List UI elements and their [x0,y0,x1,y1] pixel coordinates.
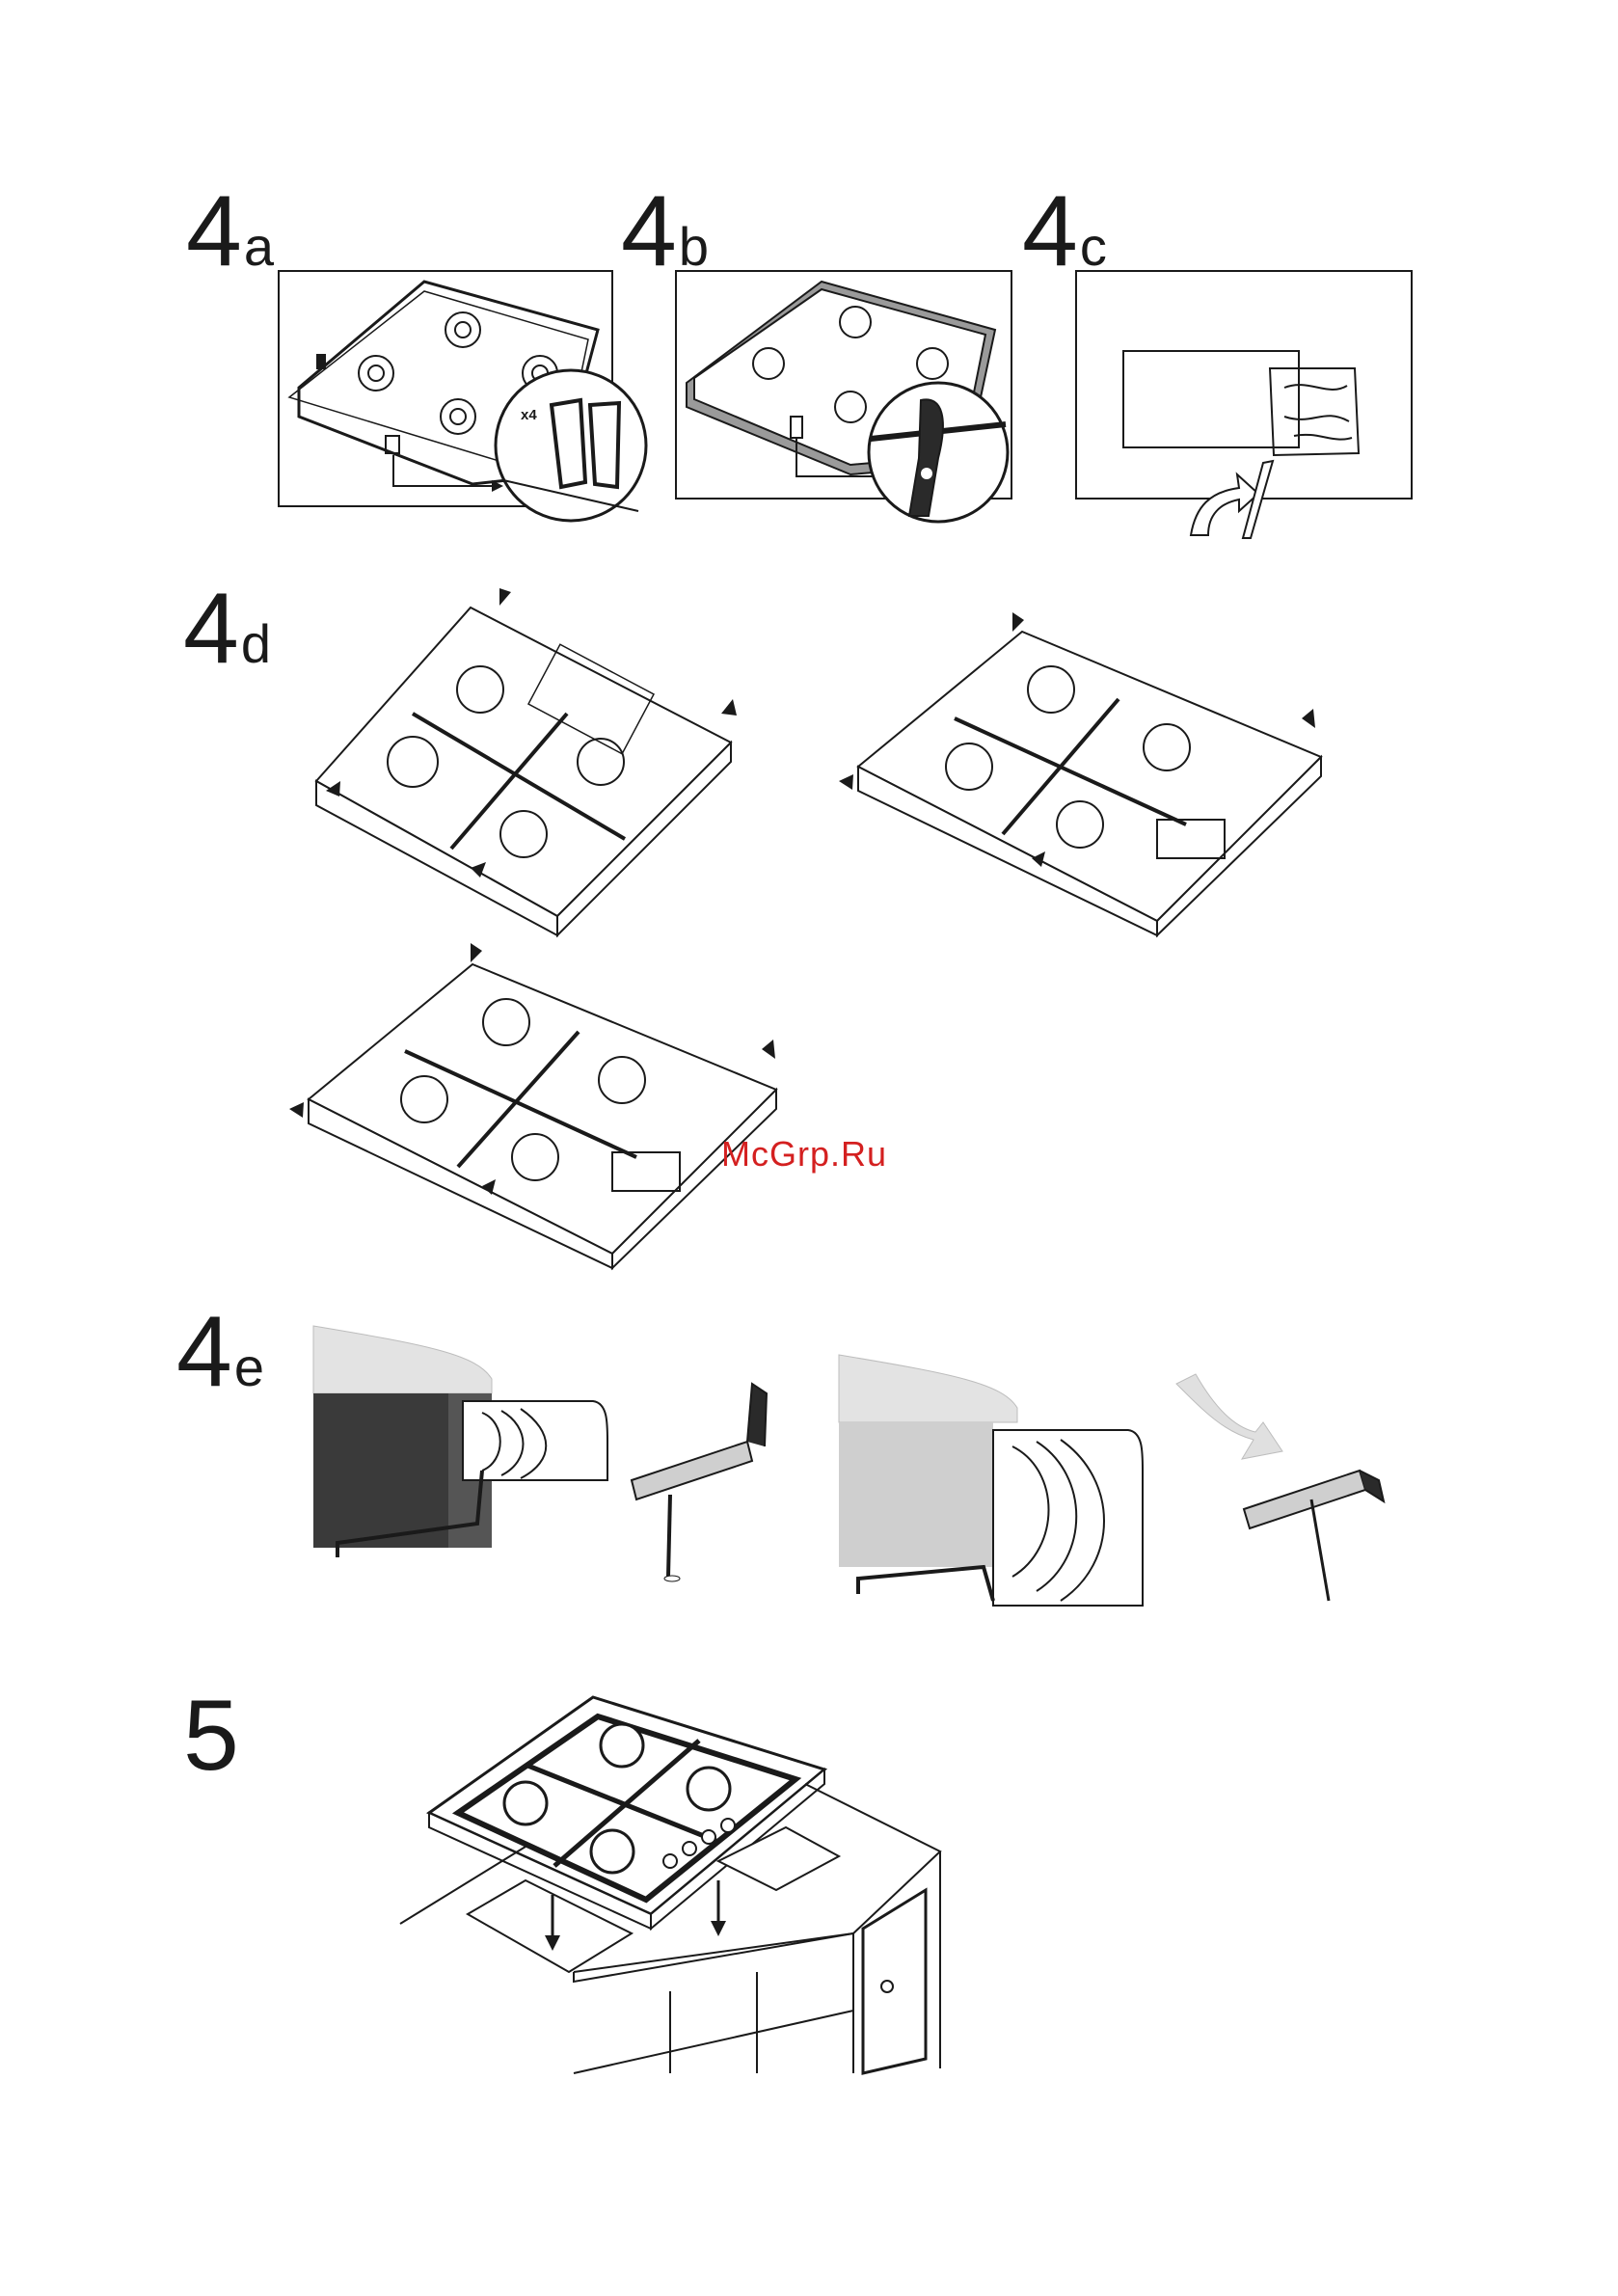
step-4e-label: 4e [176,1302,264,1402]
step-4a-label: 4a [186,181,274,282]
clip-zoom-circle-4b [861,381,1015,526]
clip-zoom-circle-4a [494,366,648,530]
step-4c-label: 4c [1022,181,1107,282]
step-4d-label: 4d [183,579,271,679]
peel-arrow-4c [1181,453,1287,540]
hob-variant-1-bracket-positions [307,579,741,935]
step-5-label: 5 [183,1686,241,1786]
quantity-x4-callout: x4 [521,407,537,423]
hob-variant-2-bracket-positions [839,603,1331,931]
bracket-fitting-right-illustration [839,1355,1437,1615]
hob-installation-into-worktop-illustration [400,1683,959,2078]
hob-variant-3-bracket-positions [289,935,791,1263]
bracket-fitting-left-illustration [313,1326,815,1596]
watermark-text: McGrp.Ru [721,1134,887,1175]
step-4b-label: 4b [621,181,709,282]
